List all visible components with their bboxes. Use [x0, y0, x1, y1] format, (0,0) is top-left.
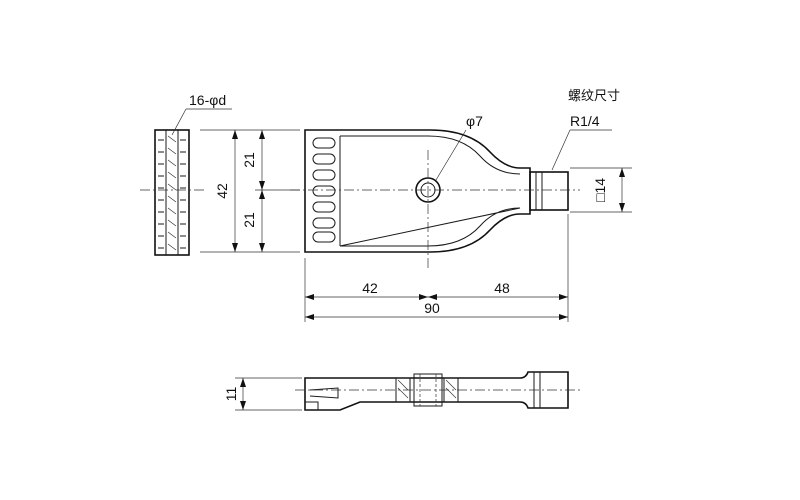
side-view-body — [154, 129, 190, 256]
height-upper-label: 21 — [241, 152, 257, 168]
top-view-body — [304, 129, 531, 253]
front-view-tip-step — [305, 401, 319, 410]
square-dimension: □14 — [570, 167, 632, 213]
thread-fitting — [529, 171, 569, 211]
length-dimensions: 42 48 90 — [304, 214, 569, 322]
front-view-body — [304, 371, 569, 411]
height-total-label: 42 — [214, 183, 230, 199]
front-view: 11 — [223, 371, 580, 411]
thread-leader — [551, 129, 571, 171]
front-view-hatch — [395, 377, 459, 403]
hole-spec-leader — [171, 108, 187, 136]
top-view: φ7 螺纹尺寸 R1/4 — [290, 89, 620, 268]
square-label: □14 — [592, 178, 608, 202]
height-dimensions: 42 21 21 — [200, 129, 300, 253]
thread-title-label: 螺纹尺寸 — [568, 89, 620, 104]
side-view-teeth — [158, 135, 186, 251]
nozzle-slots — [312, 137, 336, 243]
front-view-nozzle-tip — [309, 387, 339, 399]
length-total-label: 90 — [424, 300, 440, 316]
diameter-label: φ7 — [466, 113, 483, 129]
top-view-inner-outline — [339, 135, 521, 247]
height-lower-label: 21 — [241, 212, 257, 228]
length-right-label: 48 — [494, 280, 510, 296]
hole-spec-label: 16-φd — [189, 92, 226, 108]
length-left-label: 42 — [362, 280, 378, 296]
side-view: 16-φd — [140, 92, 232, 256]
thickness-label: 11 — [223, 387, 239, 402]
diameter-leader — [435, 129, 467, 181]
thread-value-label: R1/4 — [570, 113, 600, 129]
